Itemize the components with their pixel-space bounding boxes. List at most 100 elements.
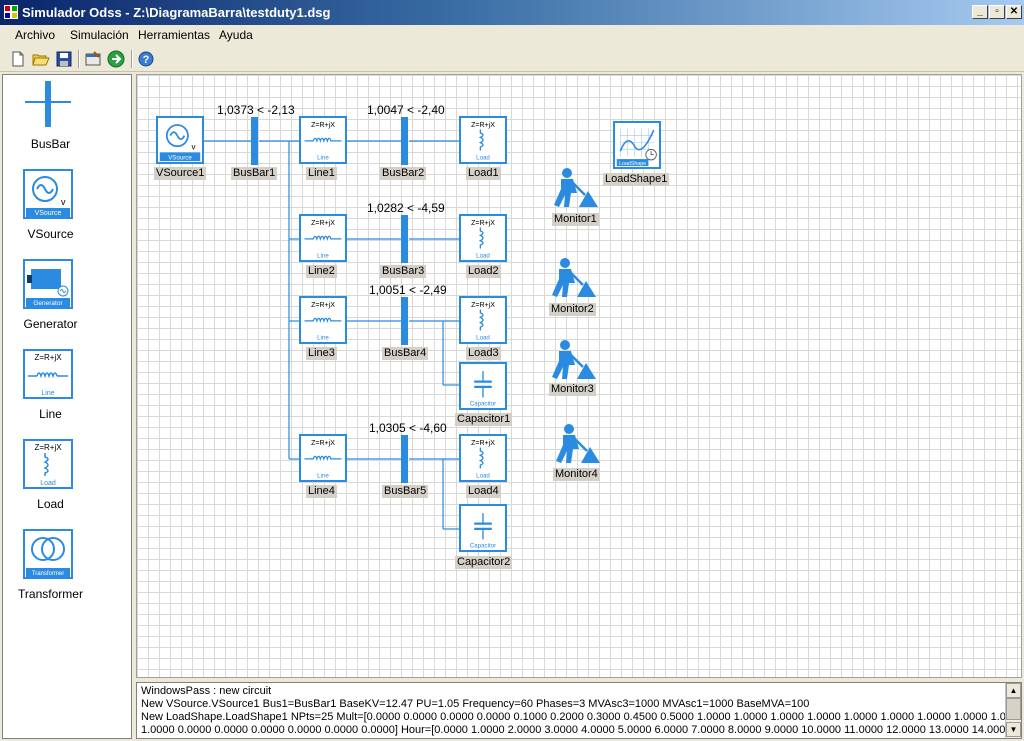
busbar2-voltage: 1,0047 < -2,40 (367, 103, 445, 117)
menu-ayuda[interactable]: Ayuda (219, 28, 253, 42)
svg-text:Line: Line (317, 252, 329, 259)
scroll-thumb[interactable] (1006, 698, 1021, 720)
monitor1-label: Monitor1 (552, 213, 599, 226)
console-line: WindowsPass : new circuit (141, 685, 272, 697)
diagram-canvas[interactable]: v VSource VSource1 1,0373 < -2,13 BusBar… (136, 74, 1022, 678)
save-icon[interactable] (55, 50, 73, 68)
vsource1-node[interactable]: v VSource (156, 116, 204, 164)
console-line: 1.0000 0.0000 0.0000 0.0000 0.0000 0.000… (141, 724, 1012, 736)
busbar5-node[interactable] (401, 435, 408, 483)
open-folder-icon[interactable] (32, 50, 50, 68)
toolbar-separator (78, 50, 80, 68)
svg-text:Load: Load (476, 252, 490, 259)
line2-label: Line2 (306, 265, 337, 278)
line3-node[interactable]: Z=R+jX Line (299, 296, 347, 344)
palette-transformer[interactable]: Transformer Transformer (3, 529, 131, 619)
monitor-worker-icon[interactable] (549, 339, 597, 381)
loadshape1-node[interactable]: LoadShape (613, 121, 661, 169)
palette-label: BusBar (30, 137, 71, 151)
console-line: New VSource.VSource1 Bus1=BusBar1 BaseKV… (141, 698, 810, 710)
scroll-down-icon[interactable]: ▼ (1006, 722, 1021, 737)
busbar3-node[interactable] (401, 215, 408, 263)
load4-label: Load4 (466, 485, 501, 498)
busbar4-node[interactable] (401, 297, 408, 345)
capacitor-icon: Capacitor (470, 371, 496, 407)
line-icon: Z=R+jX Line (304, 440, 342, 479)
load1-node[interactable]: Z=R+jX Load (459, 116, 507, 164)
line-icon: Z=R+jX Line (23, 349, 73, 399)
line3-label: Line3 (306, 347, 337, 360)
palette-load[interactable]: Z=R+jX Load Load (3, 439, 131, 529)
svg-text:Load: Load (476, 472, 490, 479)
line1-node[interactable]: Z=R+jX Line (299, 116, 347, 164)
palette-line[interactable]: Z=R+jX Line Line (3, 349, 131, 439)
toolbar: ? (0, 46, 1024, 72)
palette-label: VSource (27, 227, 74, 241)
line4-node[interactable]: Z=R+jX Line (299, 434, 347, 482)
palette-label: Load (37, 497, 64, 511)
help-icon[interactable]: ? (137, 50, 155, 68)
loadshape-chart-icon: LoadShape (616, 128, 657, 167)
line1-label: Line1 (306, 167, 337, 180)
maximize-button[interactable]: ▫ (989, 5, 1005, 19)
vsource1-label: VSource1 (154, 167, 207, 180)
busbar1-label: BusBar1 (231, 167, 278, 180)
palette-label: Transformer (18, 587, 83, 601)
menu-simulacion[interactable]: Simulación (70, 28, 129, 42)
console-scrollbar[interactable]: ▲ ▼ (1005, 683, 1021, 738)
svg-text:VSource: VSource (168, 154, 192, 161)
line-icon: Z=R+jX Line (304, 220, 342, 259)
menu-herramientas[interactable]: Herramientas (138, 28, 211, 42)
busbar2-node[interactable] (401, 117, 408, 165)
svg-text:Z=R+jX: Z=R+jX (311, 440, 335, 447)
window-title: Simulador Odss - Z:\DiagramaBarra\testdu… (22, 5, 331, 20)
palette-generator[interactable]: Generator Generator (3, 259, 131, 349)
svg-text:VSource: VSource (35, 210, 62, 217)
load2-node[interactable]: Z=R+jX Load (459, 214, 507, 262)
palette-busbar[interactable]: BusBar (3, 79, 131, 169)
menu-archivo[interactable]: Archivo (15, 28, 56, 42)
monitor-worker-icon[interactable] (549, 257, 597, 299)
console-line: New LoadShape.LoadShape1 NPts=25 Mult=[0… (141, 711, 1022, 723)
close-button[interactable]: ✕ (1006, 5, 1022, 19)
svg-text:Generator: Generator (33, 300, 63, 307)
svg-text:Z=R+jX: Z=R+jX (311, 122, 335, 129)
new-file-icon[interactable] (9, 50, 27, 68)
busbar1-voltage: 1,0373 < -2,13 (217, 103, 295, 117)
busbar4-voltage: 1,0051 < -2,49 (369, 283, 447, 297)
run-simulation-icon[interactable] (107, 50, 125, 68)
svg-text:LoadShape: LoadShape (619, 161, 646, 167)
busbar5-voltage: 1,0305 < -4,60 (369, 421, 447, 435)
output-console[interactable]: WindowsPass : new circuit New VSource.VS… (136, 682, 1022, 739)
load3-label: Load3 (466, 347, 501, 360)
svg-text:Load: Load (476, 154, 490, 161)
monitor4-label: Monitor4 (553, 468, 600, 481)
load3-node[interactable]: Z=R+jX Load (459, 296, 507, 344)
load1-label: Load1 (466, 167, 501, 180)
svg-text:Capacitor: Capacitor (470, 542, 496, 549)
generator-icon: Generator (23, 259, 73, 309)
load2-label: Load2 (466, 265, 501, 278)
busbar3-voltage: 1,0282 < -4,59 (367, 201, 445, 215)
line-icon: Z=R+jX Line (304, 302, 342, 341)
svg-text:Transformer: Transformer (32, 571, 64, 577)
properties-icon[interactable] (84, 50, 102, 68)
svg-text:Load: Load (476, 334, 490, 341)
line2-node[interactable]: Z=R+jX Line (299, 214, 347, 262)
load4-node[interactable]: Z=R+jX Load (459, 434, 507, 482)
busbar3-label: BusBar3 (380, 265, 427, 278)
svg-text:Z=R+jX: Z=R+jX (471, 122, 495, 129)
monitor-worker-icon[interactable] (551, 167, 599, 209)
palette-label: Line (39, 407, 62, 421)
vsource-icon: v VSource (23, 169, 73, 219)
busbar1-node[interactable] (251, 117, 258, 165)
svg-text:Line: Line (317, 472, 329, 479)
line4-label: Line4 (306, 485, 337, 498)
monitor-worker-icon[interactable] (553, 423, 601, 465)
capacitor2-node[interactable]: Capacitor (459, 504, 507, 552)
minimize-button[interactable]: _ (972, 5, 988, 19)
scroll-up-icon[interactable]: ▲ (1006, 683, 1021, 698)
capacitor1-node[interactable]: Capacitor (459, 362, 507, 410)
palette-vsource[interactable]: v VSource VSource (3, 169, 131, 259)
title-bar: Simulador Odss - Z:\DiagramaBarra\testdu… (0, 0, 1024, 25)
